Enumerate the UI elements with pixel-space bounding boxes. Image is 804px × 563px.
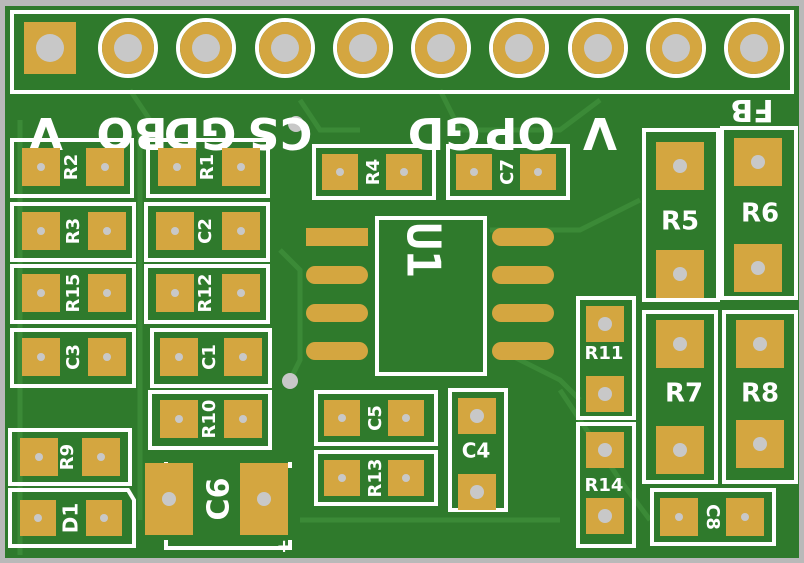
r3-label: R3: [63, 218, 84, 244]
d1-label: D1: [59, 503, 83, 534]
c1-label: C1: [199, 344, 220, 370]
header-pin-4: [255, 18, 315, 78]
r14-label: R14: [585, 475, 624, 496]
c6-label: C6: [202, 478, 237, 521]
r13-label: R13: [365, 459, 386, 498]
header-pin-7: [489, 18, 549, 78]
c5-label: C5: [365, 405, 386, 431]
via: [288, 116, 304, 132]
component-c1: C1: [150, 328, 272, 388]
header-pin-5: [333, 18, 393, 78]
r10-label: R10: [199, 400, 220, 439]
u1-outline: [375, 216, 487, 376]
r9-label: R9: [57, 444, 78, 470]
component-r15: R15: [10, 264, 136, 324]
r1-label: R1: [197, 154, 218, 180]
component-r12: R12: [144, 264, 270, 324]
r6-label: R6: [741, 199, 779, 229]
header-outline: [10, 10, 794, 94]
component-c5: C5: [314, 390, 438, 446]
header-pin-3: [176, 18, 236, 78]
component-r6: R6: [720, 126, 798, 300]
component-r2: R2: [10, 138, 134, 198]
r5-label: R5: [661, 207, 699, 237]
r11-label: R11: [585, 343, 624, 364]
header-strip: [10, 10, 794, 94]
c7-label: C7: [497, 159, 518, 185]
component-r11: R11: [576, 296, 636, 420]
component-r1: R1: [146, 138, 270, 198]
header-label-op: OP: [485, 107, 555, 158]
component-r14: R14: [576, 422, 636, 548]
diode-d1: D1: [8, 488, 136, 548]
header-label-fb: FB: [730, 92, 773, 127]
c3-label: C3: [63, 344, 84, 370]
component-r4: R4: [312, 144, 436, 200]
component-r9: R9: [8, 428, 132, 486]
component-c7: C7: [446, 144, 570, 200]
header-pin-9: [646, 18, 706, 78]
header-label-gd-right: GD: [408, 107, 481, 158]
r2-label: R2: [61, 154, 82, 180]
header-label-v-right: V: [583, 107, 617, 158]
capacitor-c6: C6 +: [145, 462, 292, 557]
header-pin-2: [98, 18, 158, 78]
u1-pin1-marker: [306, 228, 368, 246]
u1-label: U1: [397, 222, 451, 277]
via: [282, 373, 298, 389]
r12-label: R12: [195, 274, 216, 313]
header-pin-6: [411, 18, 471, 78]
component-c2: C2: [144, 202, 270, 262]
component-r13: R13: [314, 450, 438, 506]
r7-label: R7: [665, 379, 703, 409]
component-r8: R8: [722, 310, 798, 484]
c4-label: C4: [462, 439, 491, 463]
component-c3: C3: [10, 328, 136, 388]
component-r3: R3: [10, 202, 136, 262]
c2-label: C2: [195, 218, 216, 244]
component-c8: C8: [650, 488, 776, 546]
header-pin-1: [24, 22, 76, 74]
header-pin-10: [724, 18, 784, 78]
component-r5: R5: [642, 128, 720, 302]
header-pin-8: [568, 18, 628, 78]
r15-label: R15: [63, 274, 84, 313]
component-r7: R7: [642, 310, 718, 484]
c8-label: C8: [702, 504, 723, 530]
component-c4: C4: [448, 388, 508, 512]
component-r10: R10: [148, 390, 272, 450]
ic-u1: U1: [306, 216, 554, 376]
r4-label: R4: [363, 159, 384, 185]
c6-polarity-mark: +: [276, 536, 291, 557]
r8-label: R8: [741, 379, 779, 409]
